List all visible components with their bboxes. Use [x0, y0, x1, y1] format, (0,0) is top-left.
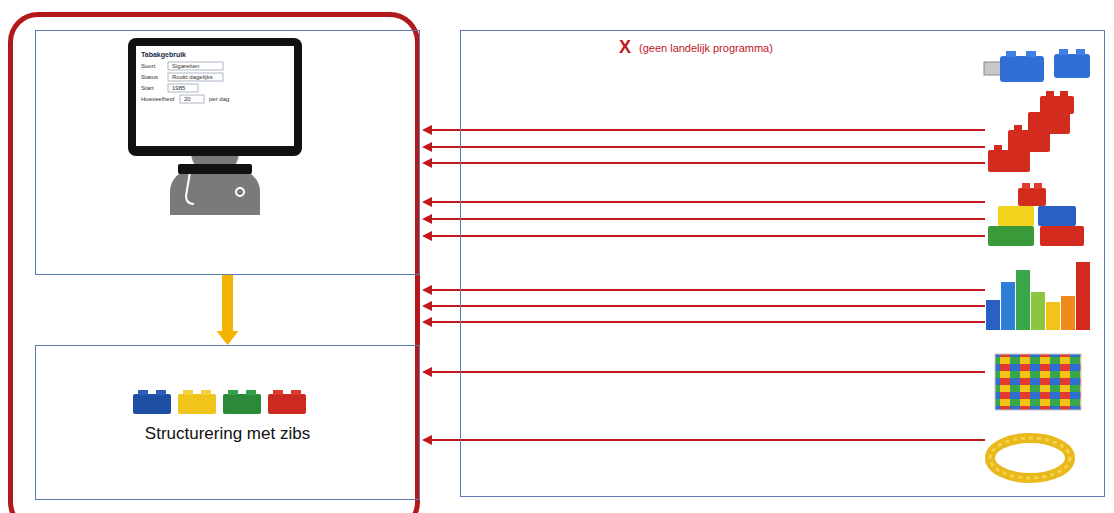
form-value: Rookt dagelijks [172, 74, 213, 80]
flow-arrow [217, 275, 239, 345]
brick-row [133, 390, 306, 414]
input-arrows [422, 125, 985, 445]
system-box: TabakgebruikSoort SigarettenStatus Rookt d… [35, 30, 420, 275]
form-title: Tabakgebruik [141, 51, 186, 58]
brick-pile [988, 183, 1084, 246]
cross-mark: X [619, 37, 631, 58]
form-field: Hoeveelheid [141, 96, 174, 102]
form-field: Start [141, 85, 154, 91]
form-value: 20 [184, 96, 191, 102]
box-caption: Structurering met zibs [36, 424, 419, 444]
zib-box: Structurering met zibs [35, 345, 420, 500]
doctor-icon [170, 128, 260, 215]
form-field: Soort [141, 63, 155, 69]
arrow-head [217, 331, 239, 345]
form-value: Sigaretten [172, 63, 199, 69]
brick-mosaic [995, 354, 1081, 410]
monitor-icon [128, 38, 302, 174]
arrow-shaft [222, 275, 233, 331]
note-text: (geen landelijk programma) [639, 42, 773, 54]
form-unit: per dag [209, 96, 229, 102]
source-box: X (geen landelijk programma) [460, 30, 1105, 497]
usb-brick [984, 49, 1090, 82]
brick-bars [986, 262, 1090, 330]
form-field: Status [141, 74, 158, 80]
brick-tape [990, 438, 1070, 478]
form-value: 1985 [172, 85, 185, 91]
red-stair-bricks [988, 91, 1074, 172]
